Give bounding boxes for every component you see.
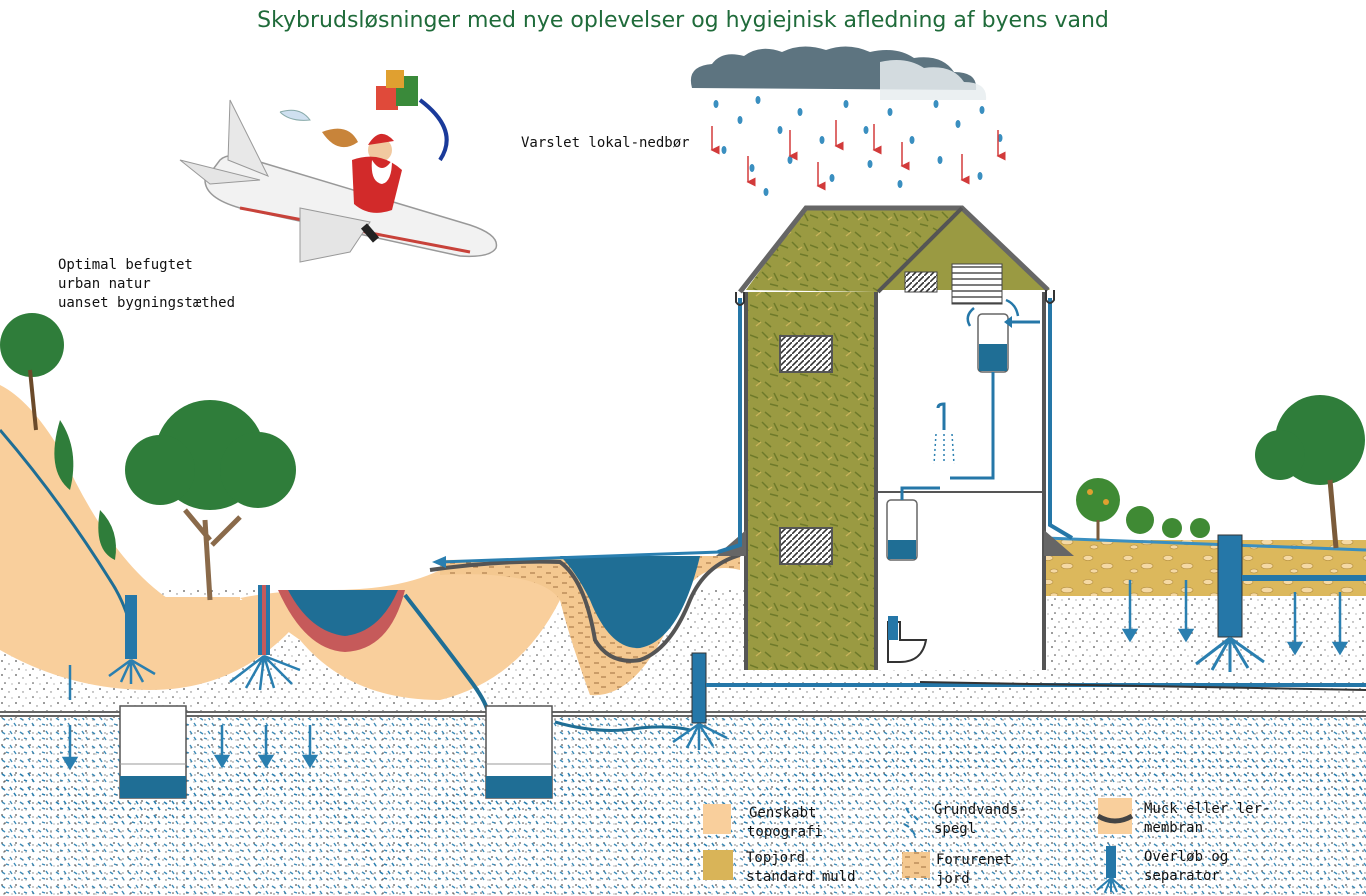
legend-swatch-grundvand — [903, 807, 919, 836]
legend-swatch-overlob — [1096, 846, 1126, 893]
legend-text: standard muld — [746, 869, 856, 885]
house — [716, 205, 1074, 670]
legend-swatch-genskabt — [703, 804, 731, 834]
page-title: Skybrudsløsninger med nye oplevelser og … — [257, 8, 1109, 33]
legend-text: Topjord — [746, 850, 806, 866]
rain-cloud — [690, 46, 987, 100]
legend-item-grundvand: Grundvands- spegl — [934, 801, 1027, 839]
legend-text: separator — [1144, 868, 1220, 884]
infiltration-arrows — [61, 580, 1349, 771]
legend-text: Overløb og — [1144, 849, 1229, 865]
forecast-label: Varslet lokal-nedbør — [521, 135, 690, 151]
legend-item-forurenet: Forurenet jord — [936, 851, 1012, 889]
wells — [119, 705, 553, 799]
nature-label-line: uanset bygningstæthed — [58, 295, 236, 311]
rain-arrows — [710, 120, 1006, 191]
legend-text: Grundvands- — [934, 802, 1027, 818]
legend-swatch-topjord — [703, 850, 733, 880]
legend-text: topografi — [747, 824, 823, 840]
right-garden-soil — [1044, 536, 1366, 596]
legend-text: Genskabt — [749, 805, 817, 821]
legend-swatch-forurenet — [902, 852, 930, 878]
legend-text: Muck eller ler- — [1144, 801, 1271, 817]
airplane-santa — [179, 70, 498, 263]
legend-item-muck: Muck eller ler- membran — [1144, 800, 1270, 838]
legend-swatches — [703, 798, 1134, 893]
landscape-middle — [240, 550, 741, 732]
legend-text: membran — [1144, 820, 1204, 836]
rain-drops — [713, 96, 1003, 196]
legend-text: Forurenet — [936, 852, 1012, 868]
legend-text: spegl — [934, 821, 977, 837]
legend-item-overlob: Overløb og separator — [1144, 848, 1228, 886]
legend-item-topjord: Topjord standard muld — [746, 849, 856, 887]
trees — [0, 313, 1365, 601]
nature-label-line: urban natur — [58, 276, 151, 292]
nature-label-line: Optimal befugtet — [58, 257, 193, 273]
nature-label: Optimal befugtet urban natur uanset bygn… — [58, 256, 235, 313]
legend-text: jord — [936, 871, 970, 887]
legend-item-genskabt: Genskabt topografi — [747, 804, 823, 842]
legend-swatch-muck — [1098, 798, 1132, 834]
separators — [108, 534, 1366, 750]
